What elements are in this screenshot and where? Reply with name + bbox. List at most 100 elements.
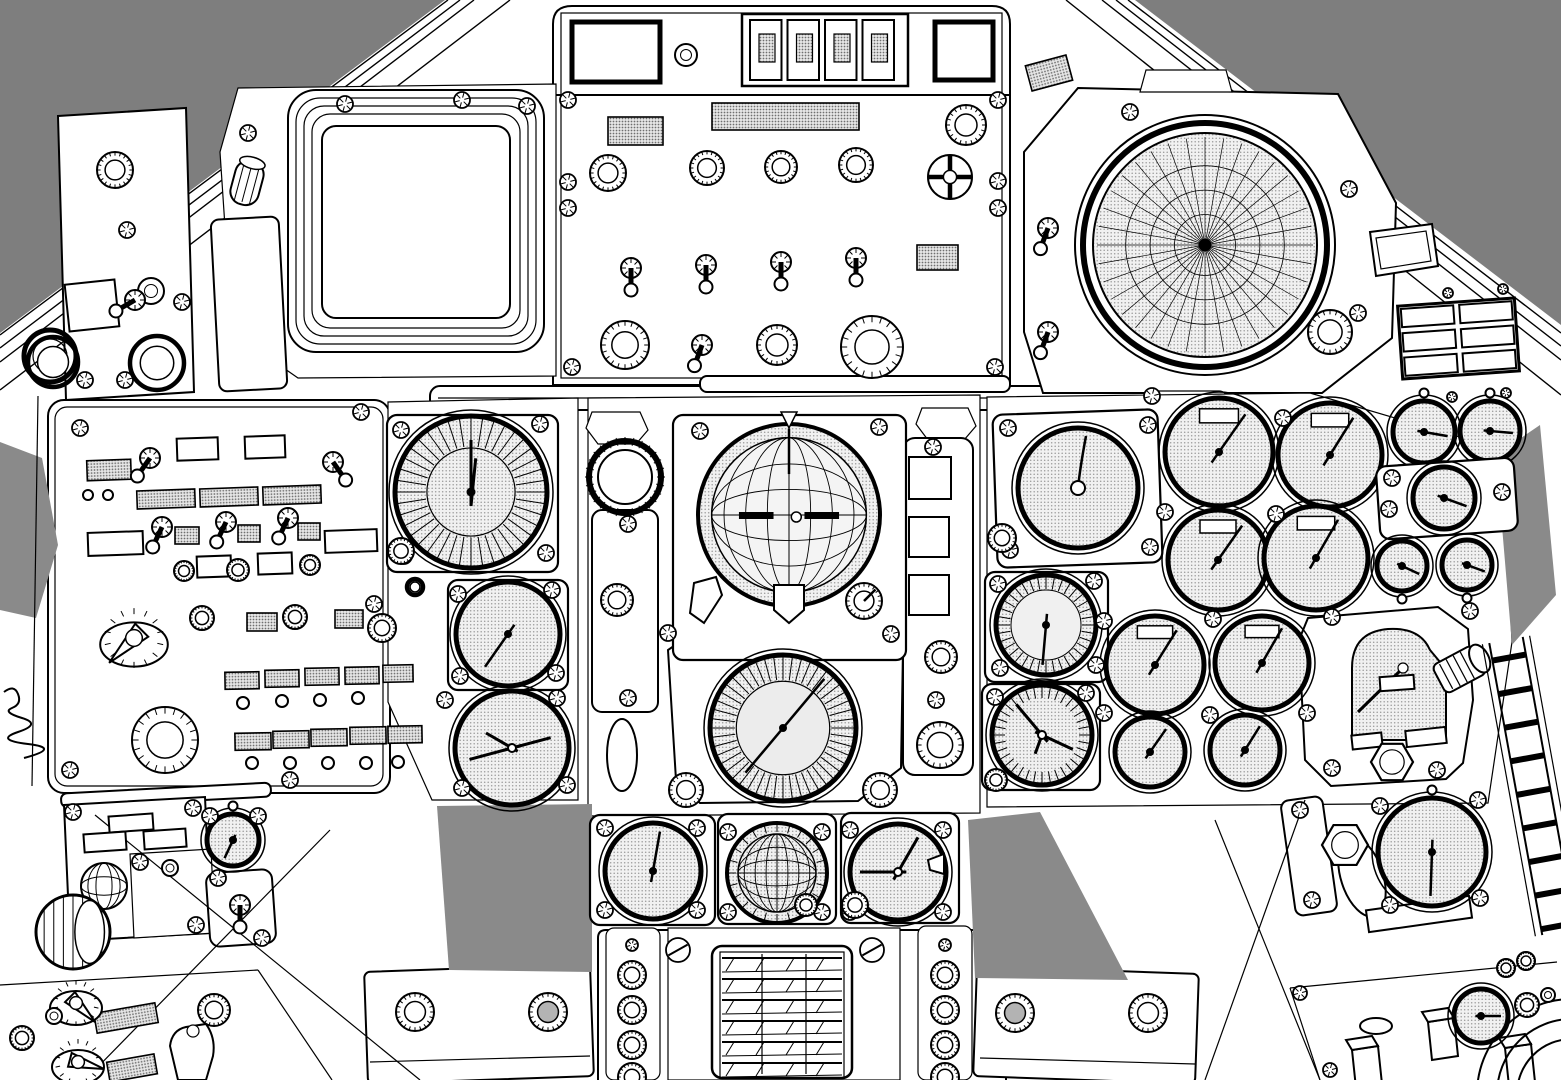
glareshield-handle[interactable]: [699, 375, 1011, 393]
ribbed-knob[interactable]: [689, 150, 725, 186]
ribbed-knob[interactable]: [96, 151, 134, 189]
ribbed-knob[interactable]: [395, 992, 435, 1032]
ribbed-knob[interactable]: [131, 706, 199, 774]
lever-block-3[interactable]: [1497, 1032, 1536, 1080]
ribbed-knob[interactable]: [367, 613, 397, 643]
screw: [1095, 704, 1113, 722]
hex-knob[interactable]: [1369, 742, 1415, 782]
plain-knob[interactable]: [313, 693, 327, 707]
selector-knob[interactable]: [51, 1039, 105, 1080]
ribbed-knob[interactable]: [1514, 992, 1540, 1018]
ribbed-knob[interactable]: [924, 640, 958, 674]
plain-knob[interactable]: [45, 1007, 63, 1025]
plain-knob[interactable]: [359, 756, 373, 770]
ribbed-knob[interactable]: [197, 993, 231, 1027]
ribbed-knob[interactable]: [930, 1030, 960, 1060]
toggle-switch[interactable]: [271, 507, 299, 546]
toggle-switch[interactable]: [322, 451, 354, 488]
plain-knob[interactable]: [275, 694, 289, 708]
ribbed-knob[interactable]: [945, 104, 987, 146]
pointer-knob[interactable]: [845, 582, 883, 620]
ribbed-knob[interactable]: [764, 150, 798, 184]
plain-knob[interactable]: [1540, 987, 1556, 1003]
plain-knob[interactable]: [674, 43, 698, 67]
ribbed-knob[interactable]: [668, 772, 704, 808]
ribbed-knob[interactable]: [1307, 309, 1353, 355]
push-button[interactable]: [749, 19, 783, 81]
ribbed-knob[interactable]: [600, 583, 634, 617]
toggle-switch[interactable]: [1032, 217, 1059, 257]
selector-knob[interactable]: [99, 608, 169, 668]
ribbed-knob[interactable]: [617, 995, 647, 1025]
graycap-knob[interactable]: [528, 992, 568, 1032]
ribbed-knob[interactable]: [1496, 958, 1516, 978]
plain-knob[interactable]: [245, 756, 259, 770]
lever-block-1[interactable]: [1344, 1034, 1383, 1080]
hex-knob[interactable]: [1320, 823, 1370, 867]
ribbed-knob[interactable]: [840, 315, 904, 379]
ribbed-knob[interactable]: [617, 1062, 647, 1080]
ribbed-knob[interactable]: [299, 554, 321, 576]
ribbed-knob[interactable]: [617, 1030, 647, 1060]
ribbed-knob[interactable]: [617, 960, 647, 990]
ribbed-knob[interactable]: [930, 995, 960, 1025]
ribbed-knob[interactable]: [9, 1025, 35, 1051]
ring-knob[interactable]: [404, 576, 426, 598]
ribbed-knob[interactable]: [1128, 993, 1168, 1033]
ribbed-knob[interactable]: [838, 147, 874, 183]
ring-knob[interactable]: [127, 333, 187, 393]
plain-knob[interactable]: [321, 756, 335, 770]
toggle-switch[interactable]: [770, 251, 792, 292]
ring-knob[interactable]: [25, 334, 81, 390]
indicator-lights: [85, 54, 1074, 1080]
toggle-switch[interactable]: [108, 289, 146, 319]
toggle-switch[interactable]: [620, 257, 642, 298]
toggle-switch[interactable]: [229, 894, 251, 935]
toggle-switch[interactable]: [845, 247, 867, 288]
ribbed-knob[interactable]: [862, 772, 898, 808]
ribbed-knob[interactable]: [1516, 951, 1536, 971]
push-button[interactable]: [861, 19, 895, 81]
toggle-switch[interactable]: [686, 334, 713, 374]
ring2-knob[interactable]: [585, 437, 665, 517]
ribbed-knob[interactable]: [189, 605, 215, 631]
ribbed-knob[interactable]: [916, 721, 964, 769]
toggle-switch[interactable]: [695, 254, 717, 295]
sphere-knob[interactable]: [80, 862, 128, 910]
plain-knob[interactable]: [161, 859, 179, 877]
selector-knob[interactable]: [49, 980, 103, 1026]
adi-cage-lever[interactable]: [688, 575, 724, 625]
plain-knob[interactable]: [82, 489, 94, 501]
radio-panel: [552, 5, 1011, 386]
airspeed-bottom: [588, 813, 717, 927]
graycap-knob[interactable]: [995, 993, 1035, 1033]
ribbed-knob[interactable]: [930, 960, 960, 990]
ribbed-knob[interactable]: [794, 893, 818, 917]
plain-knob[interactable]: [391, 755, 405, 769]
plain-knob[interactable]: [102, 489, 114, 501]
oval-lever[interactable]: [606, 718, 638, 792]
toggle-switch[interactable]: [1032, 321, 1059, 361]
ribbed-knob[interactable]: [756, 324, 798, 366]
ribbed-knob[interactable]: [589, 154, 627, 192]
ribbed-knob[interactable]: [987, 523, 1017, 553]
barrel-knob[interactable]: [227, 154, 267, 208]
toggle-switch[interactable]: [209, 511, 237, 550]
ribbed-knob[interactable]: [282, 604, 308, 630]
plain-knob[interactable]: [283, 756, 297, 770]
drum-knob[interactable]: [34, 893, 112, 971]
ribbed-knob[interactable]: [930, 1062, 960, 1080]
ribbed-knob[interactable]: [387, 537, 415, 565]
toggle-switch[interactable]: [145, 516, 173, 555]
ribbed-knob[interactable]: [226, 558, 250, 582]
ribbed-knob[interactable]: [841, 891, 869, 919]
ribbed-knob[interactable]: [173, 560, 195, 582]
fuel-knob-cylinder[interactable]: [1432, 640, 1496, 694]
plain-knob[interactable]: [236, 696, 250, 710]
plain-knob[interactable]: [351, 691, 365, 705]
ribbed-knob[interactable]: [600, 320, 650, 370]
ribbed-knob[interactable]: [984, 768, 1008, 792]
cross-knob[interactable]: [927, 154, 973, 200]
toggle-switch[interactable]: [129, 447, 161, 484]
